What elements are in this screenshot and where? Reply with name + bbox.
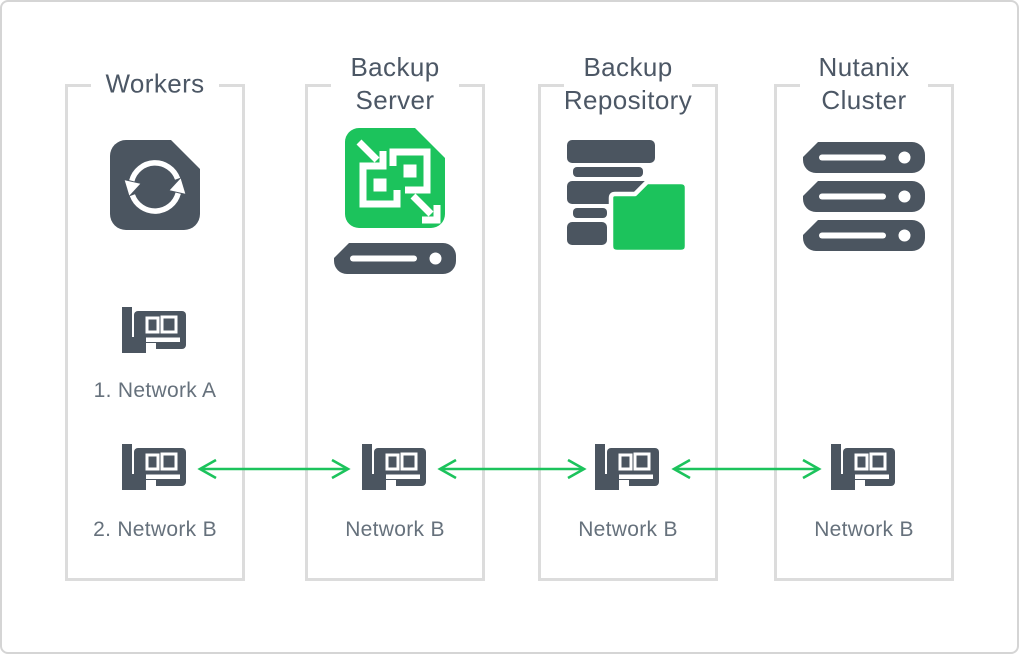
- double-arrow-workers-backup-server: [197, 458, 351, 480]
- column-title-nutanix-cluster: Nutanix Cluster: [818, 52, 910, 115]
- box-top-border-segment: [692, 84, 718, 87]
- vm-sync-icon: [110, 140, 200, 230]
- column-title-backup-server: Backup Server: [350, 52, 440, 115]
- backup-server-icon: [334, 128, 456, 274]
- box-top-border-segment: [219, 84, 245, 87]
- nutanix-cluster-column: Nutanix Cluster: [774, 52, 954, 581]
- nutanix-cluster-icon: [803, 142, 925, 252]
- network-a-label: 1. Network A: [93, 379, 217, 402]
- box-top-border-segment: [928, 84, 954, 87]
- network-b-label: Network B: [578, 518, 678, 541]
- box-top-border-segment: [305, 84, 331, 87]
- network-b-label: 2. Network B: [93, 518, 217, 541]
- box-top-border-segment: [774, 84, 800, 87]
- column-title-backup-repository: Backup Repository: [563, 52, 693, 115]
- column-title-workers: Workers: [105, 68, 205, 99]
- backup-server-column: Backup Server: [305, 52, 485, 581]
- network-adapter-icon: [827, 442, 901, 494]
- network-adapter-icon: [358, 442, 432, 494]
- double-arrow-repository-nutanix-cluster: [671, 458, 822, 480]
- network-adapter-icon: [118, 442, 192, 494]
- network-adapter-icon: [591, 442, 665, 494]
- workers-column: Workers 1. Network A: [65, 69, 245, 581]
- box-top-border-segment: [65, 84, 91, 87]
- network-adapter-icon: [118, 305, 192, 357]
- backup-repository-icon: [567, 140, 689, 254]
- network-b-label: Network B: [345, 518, 445, 541]
- box-top-border-segment: [459, 84, 485, 87]
- double-arrow-backup-server-repository: [437, 458, 587, 480]
- box-top-border-segment: [538, 84, 564, 87]
- network-b-label: Network B: [814, 518, 914, 541]
- backup-repository-column: Backup Repository Network B: [538, 52, 718, 581]
